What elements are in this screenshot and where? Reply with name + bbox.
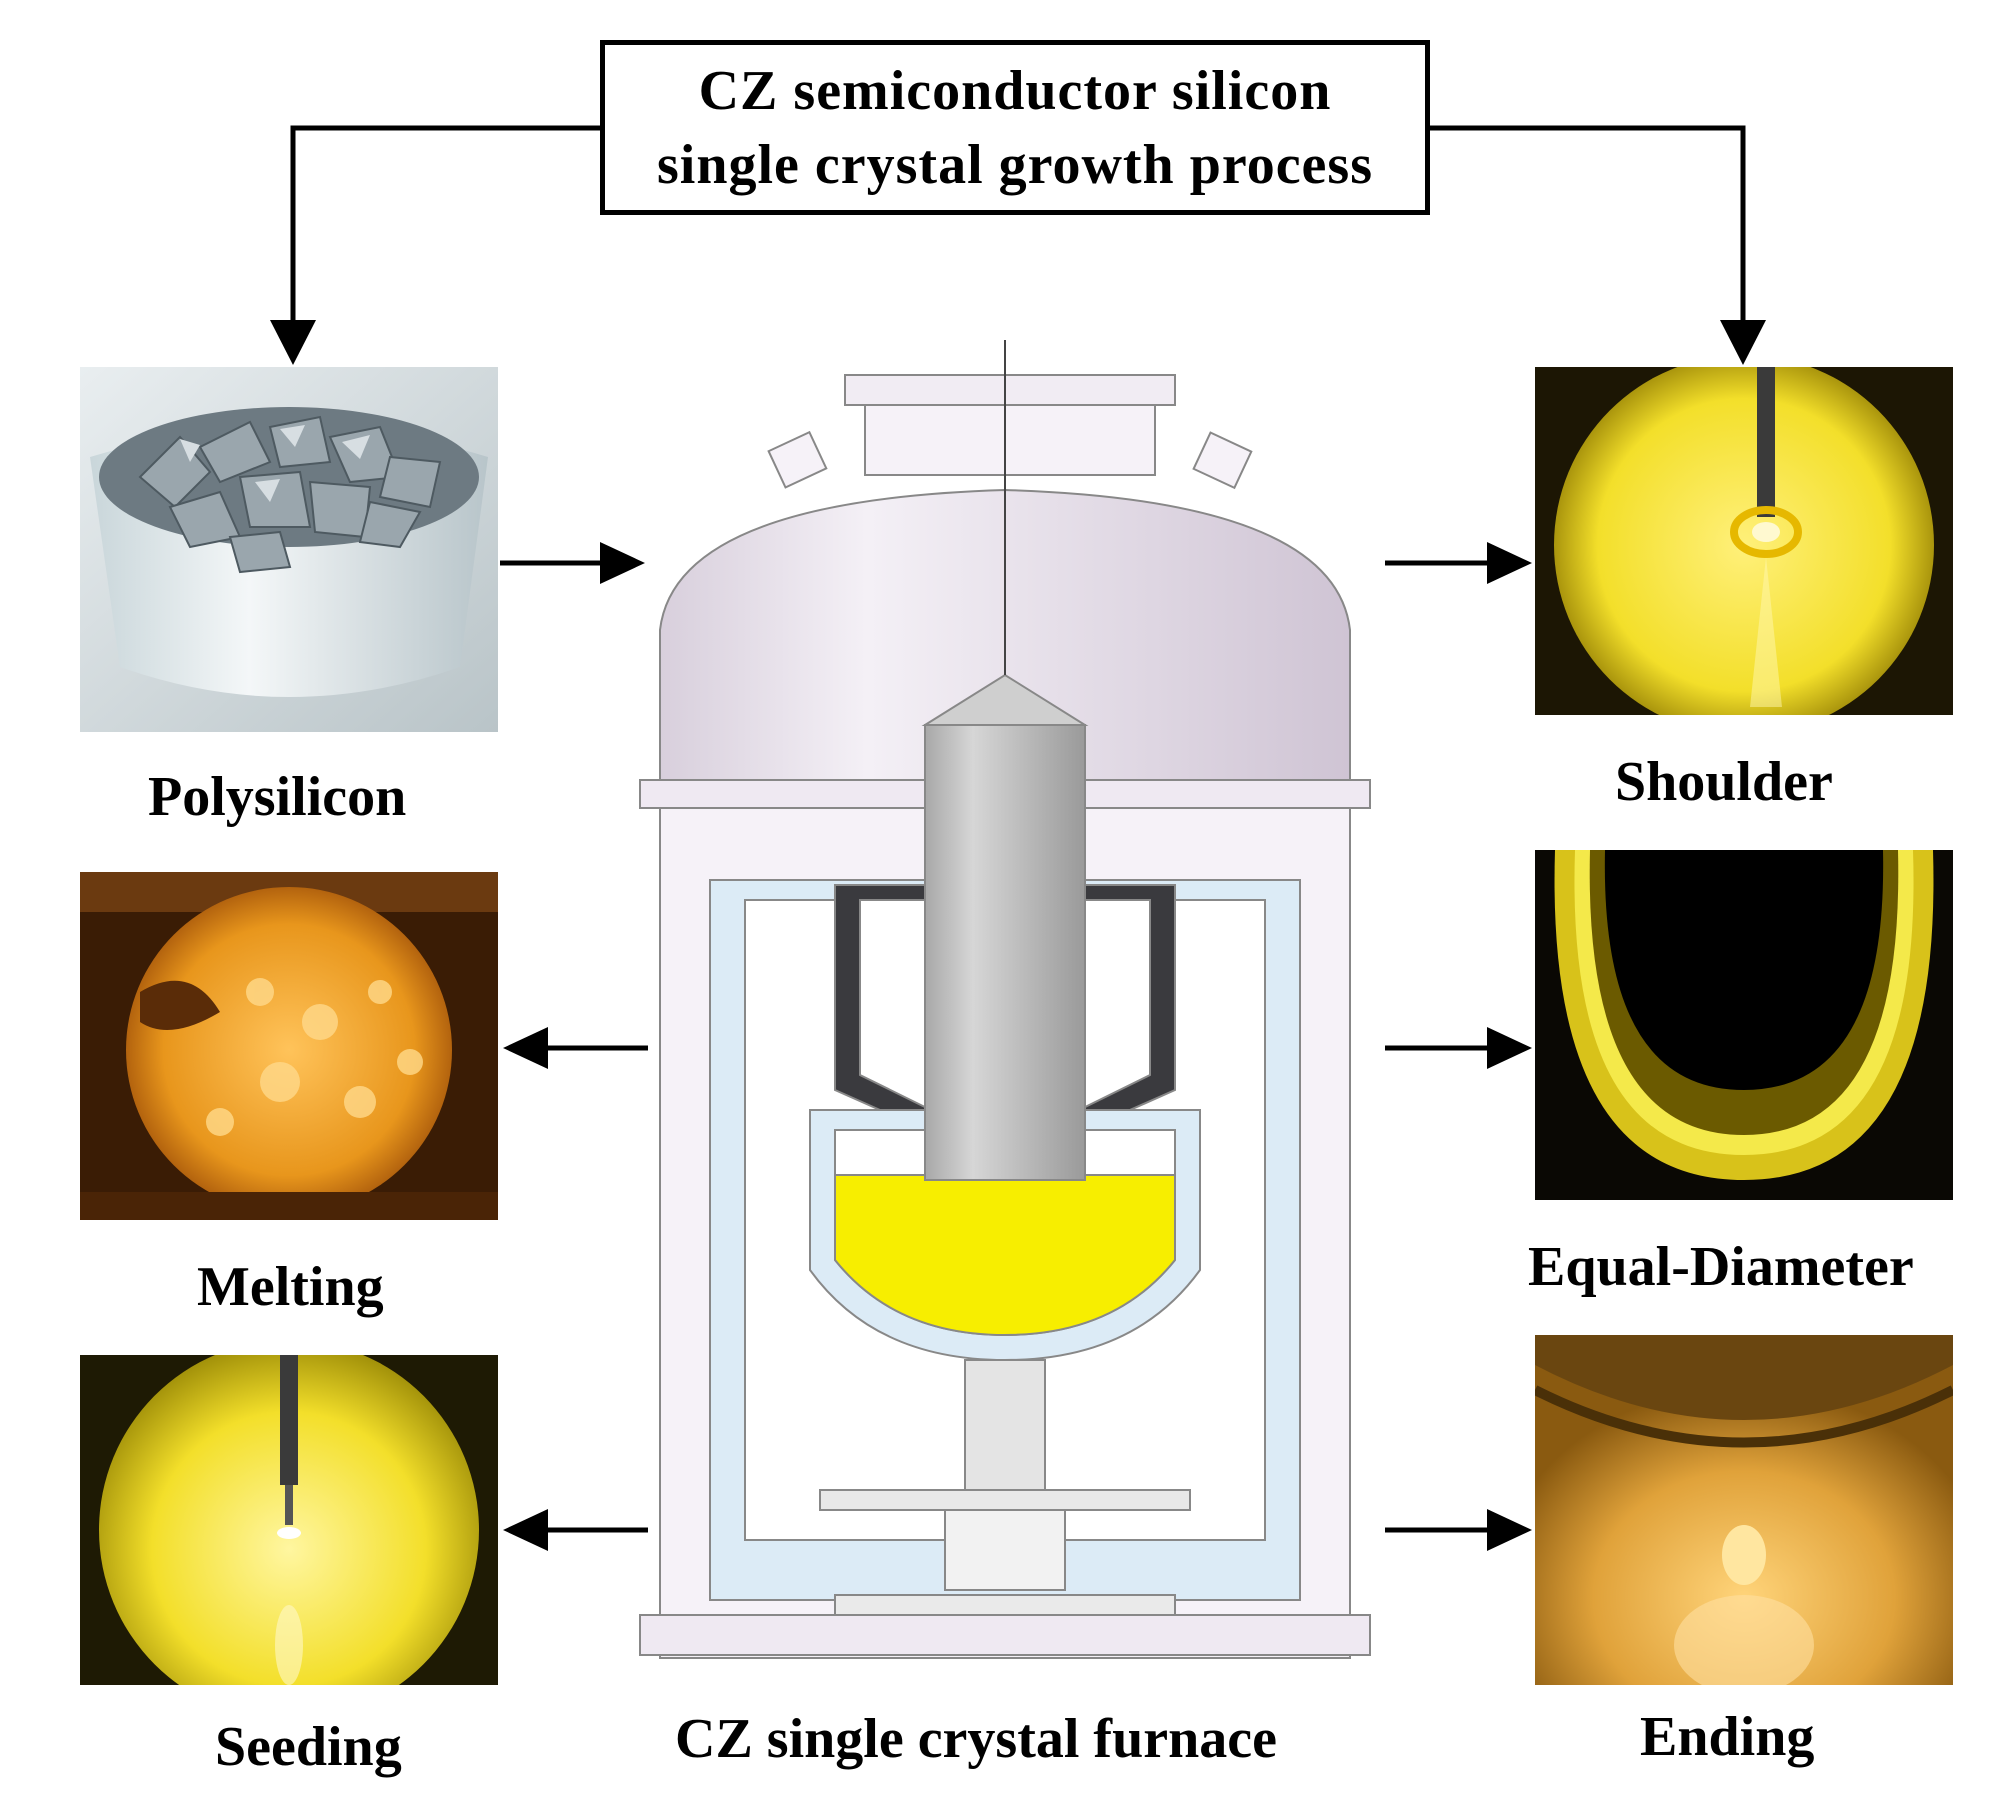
ending-photo	[1535, 1335, 1953, 1685]
shoulder-photo	[1535, 367, 1953, 715]
arrow-head-left-2	[503, 1509, 548, 1551]
equal-diameter-label: Equal-Diameter	[1528, 1236, 1914, 1298]
polysilicon-label: Polysilicon	[148, 766, 407, 828]
furnace-drawing	[639, 340, 1371, 1659]
melting-photo	[80, 872, 498, 1220]
arrow-head-down-left	[270, 320, 316, 365]
title-to-polysilicon-line	[290, 125, 600, 330]
polysilicon-photo	[80, 367, 498, 732]
shoulder-label: Shoulder	[1615, 751, 1833, 813]
seeding-label: Seeding	[215, 1716, 402, 1778]
arrow-head-right-2	[1487, 542, 1532, 584]
title-to-shoulder-line	[1430, 125, 1746, 330]
arrow-head-right-3	[1487, 1027, 1532, 1069]
arrow-head-left-1	[503, 1027, 548, 1069]
ending-label: Ending	[1640, 1706, 1815, 1768]
melting-label: Melting	[197, 1256, 384, 1318]
arrow-head-down-right	[1720, 320, 1766, 365]
title-line-1: CZ semiconductor silicon	[698, 59, 1332, 122]
arrow-head-right-1	[600, 542, 645, 584]
arrow-head-right-4	[1487, 1509, 1532, 1551]
furnace-label: CZ single crystal furnace	[675, 1708, 1277, 1770]
title-line-2: single crystal growth process	[657, 133, 1373, 196]
seeding-photo	[80, 1355, 498, 1685]
title-box: CZ semiconductor silicon single crystal …	[600, 40, 1430, 215]
equal-diameter-photo	[1535, 850, 1953, 1200]
